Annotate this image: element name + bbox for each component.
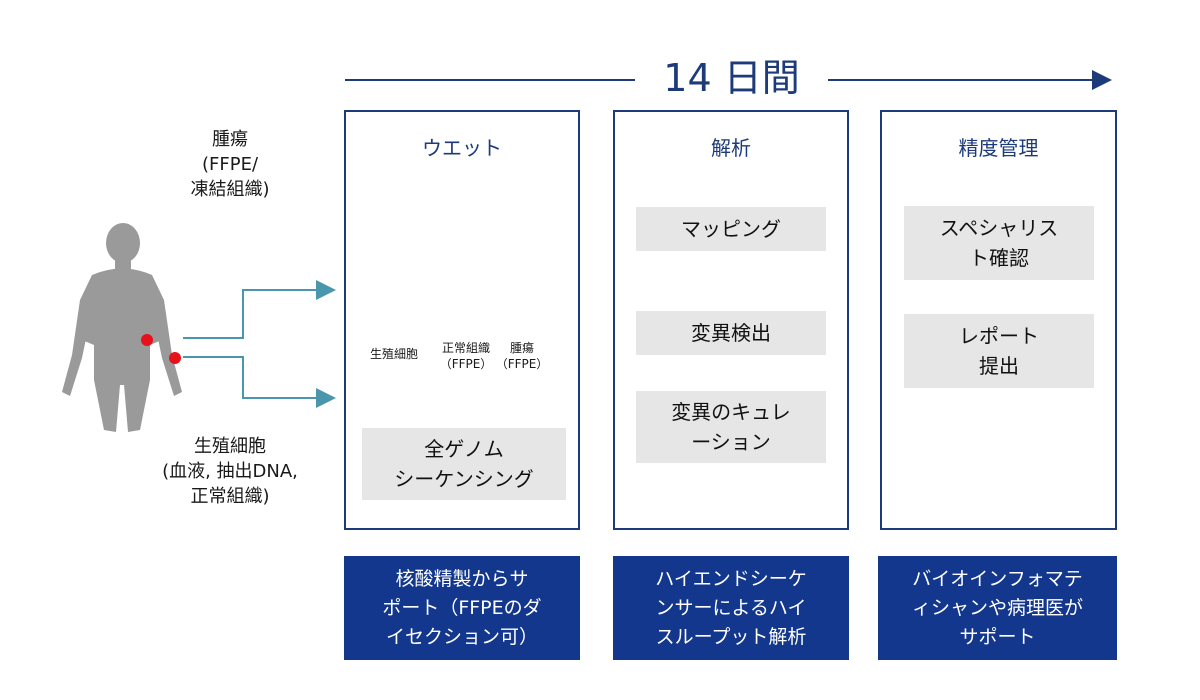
normal-tissue-label: 正常組織 （FFPE） xyxy=(439,341,493,371)
specialist-confirmation-step: スペシャリス ト確認 xyxy=(904,206,1094,280)
mapping-step: マッピング xyxy=(636,207,826,251)
timeline-label: 14 日間 xyxy=(663,56,800,100)
tumor-sample-label: 腫瘍 (FFPE/ 凍結組織) xyxy=(190,129,270,200)
germline-marker-dot xyxy=(169,352,181,364)
analysis-footer: ハイエンドシーケ ンサーによるハイ スループット解析 xyxy=(613,556,849,660)
analysis-panel-title: 解析 xyxy=(711,136,751,160)
wet-lab-panel-title: ウエット xyxy=(422,136,502,160)
wgs-step: 全ゲノム シーケンシング xyxy=(362,428,566,500)
variant-detection-step: 変異検出 xyxy=(636,311,826,355)
germline-connector-arrow xyxy=(183,356,336,408)
quality-control-footer: バイオインフォマテ ィシャンや病理医が サポート xyxy=(878,556,1117,660)
tumor-marker-dot xyxy=(141,334,153,346)
variant-curation-step: 変異のキュレ ーション xyxy=(636,391,826,463)
report-submission-step: レポート 提出 xyxy=(904,314,1094,388)
quality-control-panel-title: 精度管理 xyxy=(958,136,1039,160)
germline-sample-label: 生殖細胞 (血液, 抽出DNA, 正常組織) xyxy=(162,436,298,507)
tumor-tissue-label: 腫瘍 （FFPE） xyxy=(495,341,549,371)
tumor-connector-arrow xyxy=(183,280,336,339)
germline-tube-label: 生殖細胞 xyxy=(369,347,418,361)
human-figure-icon xyxy=(62,223,182,432)
wet-lab-footer: 核酸精製からサ ポート（FFPEのダ イセクション可） xyxy=(344,556,580,660)
